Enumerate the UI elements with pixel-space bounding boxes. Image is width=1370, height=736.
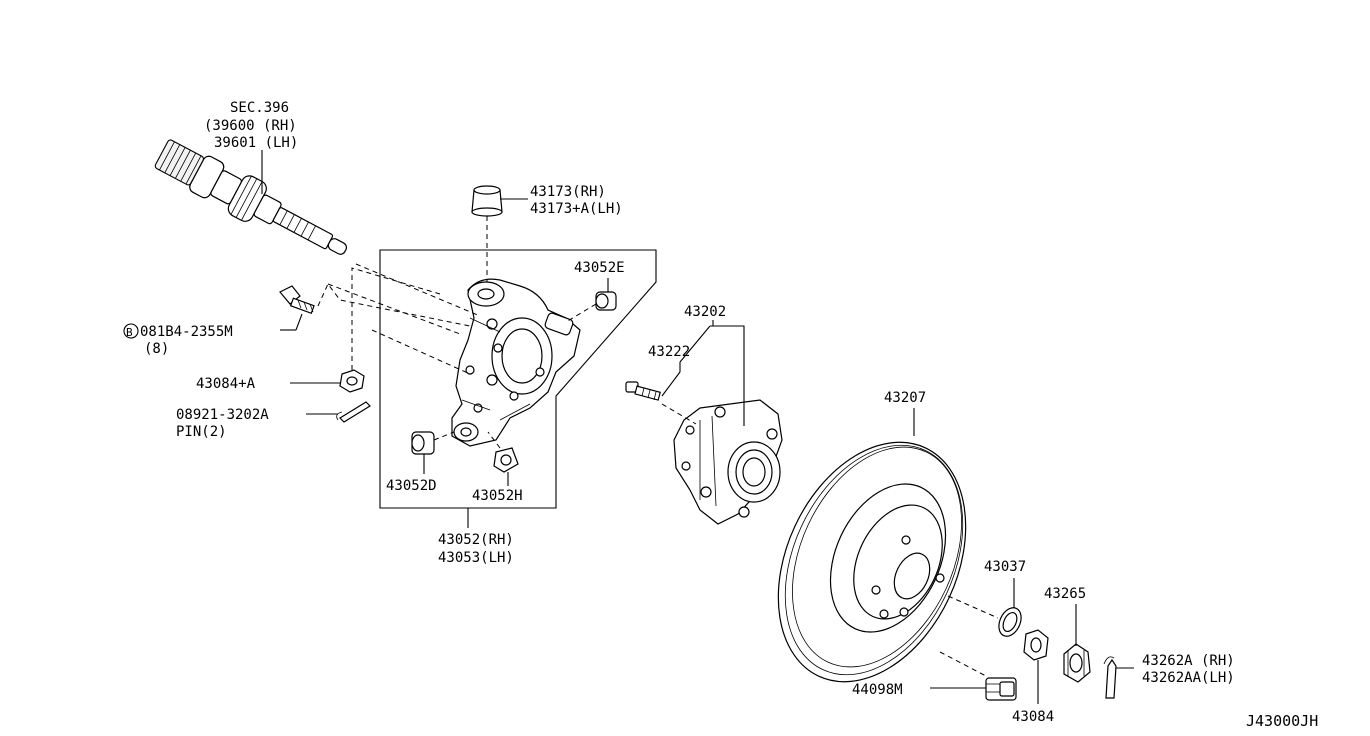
label-43265: 43265 bbox=[1044, 586, 1086, 602]
adjusting-cap-43265[interactable] bbox=[1063, 643, 1091, 683]
label-43052h: 43052H bbox=[472, 488, 523, 504]
label-sec-396: SEC.396 bbox=[230, 100, 289, 116]
nut-43084a[interactable] bbox=[339, 369, 365, 393]
label-39601: 39601 (LH) bbox=[214, 135, 298, 151]
hub-bolt-43222[interactable] bbox=[625, 381, 661, 401]
bushing-43052h[interactable] bbox=[493, 447, 519, 473]
label-43207: 43207 bbox=[884, 390, 926, 406]
label-43222: 43222 bbox=[648, 344, 690, 360]
bushing-43052e[interactable] bbox=[595, 291, 617, 311]
plug-44098m[interactable] bbox=[985, 677, 1017, 701]
label-43262a: 43262A (RH) bbox=[1142, 653, 1235, 669]
label-43052d: 43052D bbox=[386, 478, 437, 494]
hub-bearing-assembly[interactable] bbox=[673, 399, 783, 525]
label-pin: PIN(2) bbox=[176, 424, 227, 440]
brake-disc-43207[interactable] bbox=[742, 412, 1003, 712]
label-081b4-qty: (8) bbox=[144, 341, 169, 357]
label-43052e: 43052E bbox=[574, 260, 625, 276]
diagram-code: J43000JH bbox=[1246, 712, 1318, 730]
label-43173-lh: 43173+A(LH) bbox=[530, 201, 623, 217]
washer-43037[interactable] bbox=[995, 604, 1026, 640]
label-circle-b: B bbox=[126, 326, 133, 339]
steering-knuckle[interactable] bbox=[451, 278, 581, 447]
label-43202: 43202 bbox=[684, 304, 726, 320]
label-44098m: 44098M bbox=[852, 682, 903, 698]
bolt-081b4[interactable] bbox=[279, 285, 315, 315]
label-43173-rh: 43173(RH) bbox=[530, 184, 606, 200]
label-43084: 43084 bbox=[1012, 709, 1054, 725]
cotter-pin-08921[interactable] bbox=[336, 401, 371, 423]
bushing-43052d[interactable] bbox=[411, 431, 435, 455]
label-43052-rh: 43052(RH) bbox=[438, 532, 514, 548]
label-43262aa: 43262AA(LH) bbox=[1142, 670, 1235, 686]
cotter-pin-43262a[interactable] bbox=[1103, 656, 1117, 699]
label-39600: (39600 (RH) bbox=[204, 118, 297, 134]
label-43053-lh: 43053(LH) bbox=[438, 550, 514, 566]
circle-b-marker bbox=[123, 323, 139, 339]
knuckle-group-frame bbox=[379, 249, 657, 509]
lock-nut-43084[interactable] bbox=[1023, 629, 1049, 661]
drive-shaft[interactable] bbox=[151, 134, 355, 270]
label-43084a: 43084+A bbox=[196, 376, 256, 392]
label-08921: 08921-3202A bbox=[176, 407, 269, 423]
label-081b4: 081B4-2355M bbox=[140, 324, 233, 340]
label-43037: 43037 bbox=[984, 559, 1026, 575]
bushing-43173[interactable] bbox=[471, 185, 503, 217]
